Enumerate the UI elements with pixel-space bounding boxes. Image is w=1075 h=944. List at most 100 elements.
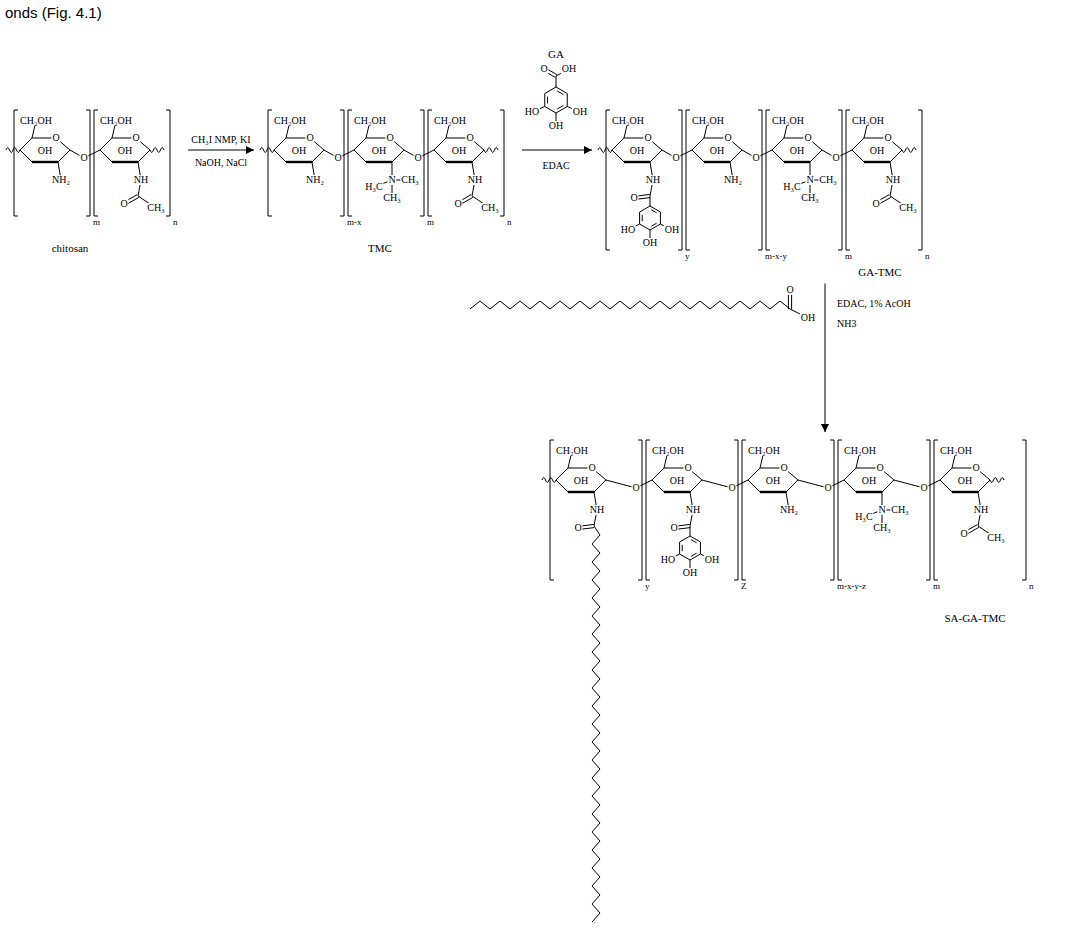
atom-label: OH: [573, 476, 589, 486]
atom-label: CH₂OH: [771, 116, 805, 126]
atom-label: O: [631, 483, 640, 493]
chemical-bond: [556, 87, 567, 94]
chemical-bond: [138, 150, 150, 162]
chemical-bond: [852, 138, 864, 150]
chemical-bond: [844, 468, 856, 480]
atom-label: CH₂OH: [747, 446, 781, 456]
atom-label: NH: [589, 505, 605, 515]
repeat-bracket: [1022, 440, 1026, 580]
chemical-bond: [650, 196, 651, 206]
reaction-arrow: [825, 284, 826, 433]
atom-label: O: [671, 153, 680, 163]
chemical-bond: [679, 542, 680, 554]
atom-label: NH: [685, 505, 701, 515]
atom-label: CH₂OH: [691, 116, 725, 126]
chemical-bond: [612, 150, 624, 162]
reagent-label: NaOH, NaCl: [194, 158, 248, 168]
compound-group: chitosan: [4, 104, 186, 258]
chemical-bond: [354, 138, 366, 150]
atom-label: OH: [548, 121, 564, 131]
repeat-subscript: n: [1028, 582, 1035, 591]
chemical-bond: [100, 150, 112, 162]
chain-end-bond: [6, 148, 20, 153]
atom-label: O: [831, 153, 840, 163]
atom-label: NH: [973, 505, 989, 515]
chemical-bond: [20, 150, 32, 162]
chemical-bond: [882, 480, 894, 492]
atom-label: O: [79, 153, 88, 163]
atom-label: O: [785, 285, 794, 295]
reagent-label: EDAC: [541, 161, 570, 171]
chemical-bond: [844, 480, 856, 492]
compound-group: SA-GA-TMC: [538, 434, 1042, 930]
atom-label: CH₃: [382, 193, 401, 203]
chemical-bond: [274, 138, 286, 150]
atom-label: OH: [291, 146, 307, 156]
chemical-bond: [112, 161, 138, 163]
atom-label: O: [803, 133, 812, 143]
atom-label: O: [539, 64, 548, 74]
chemical-bond: [651, 223, 656, 226]
atom-label: CH₃: [818, 175, 837, 185]
chain-end-bond: [150, 148, 164, 153]
atom-label: CH₂OH: [273, 116, 307, 126]
repeat-bracket: [14, 110, 18, 216]
atom-label: CH₃: [800, 193, 819, 203]
chemical-bond: [890, 150, 902, 162]
chemical-bond: [852, 150, 864, 162]
structure-bonds: [6, 68, 1026, 922]
repeat-bracket: [638, 440, 642, 580]
compound-name: SA-GA-TMC: [943, 613, 1006, 624]
atom-label: OH: [642, 238, 658, 248]
repeat-subscript: n: [172, 218, 179, 227]
atom-label: OH: [800, 313, 816, 323]
repeat-subscript: m-x-y-z: [836, 582, 867, 591]
atom-label: CH₃: [872, 523, 891, 533]
chemical-bond: [312, 150, 324, 162]
atom-label: OH: [561, 64, 577, 74]
atom-label: O: [883, 133, 892, 143]
atom-label: CH₃: [146, 203, 165, 213]
chemical-bond: [690, 526, 691, 536]
chemical-bond: [612, 138, 624, 150]
atom-label: OH: [37, 146, 53, 156]
chemical-bond: [642, 215, 643, 221]
chemical-bond: [544, 94, 545, 107]
repeat-bracket: [428, 110, 432, 216]
atom-label: OH: [371, 146, 387, 156]
atom-label: OH: [861, 476, 877, 486]
reaction-arrow: [188, 150, 254, 151]
atom-label: O: [971, 463, 980, 473]
atom-label: CH₂OH: [939, 446, 973, 456]
chemical-bond: [748, 480, 760, 492]
repeat-bracket: [926, 440, 930, 580]
chemical-bond: [856, 491, 882, 493]
chemical-bond: [690, 480, 702, 492]
chemical-bond: [434, 150, 446, 162]
compound-name: TMC: [367, 243, 393, 254]
compound-name: chitosan: [51, 243, 90, 254]
chemical-bond: [286, 161, 312, 163]
chemical-bond: [639, 212, 640, 224]
chemical-bond: [472, 150, 484, 162]
repeat-bracket: [606, 110, 610, 250]
atom-label: O: [779, 463, 788, 473]
chemical-bond: [650, 224, 660, 230]
chain-end-bond: [260, 148, 274, 153]
chemical-bond: [100, 138, 112, 150]
chemical-bond: [652, 468, 664, 480]
atom-label: CH₂OH: [353, 116, 387, 126]
atom-label: OH: [669, 476, 685, 486]
chemical-bond: [652, 480, 664, 492]
repeat-bracket: [550, 440, 554, 580]
repeat-bracket: [766, 110, 770, 250]
chemical-bond: [545, 107, 556, 114]
atom-label: N: [387, 175, 396, 185]
atom-label: OH: [117, 146, 133, 156]
repeat-bracket: [846, 110, 850, 250]
repeat-subscript: Z: [740, 582, 748, 591]
atom-label: O: [453, 199, 462, 209]
chemical-bond: [32, 161, 58, 163]
atom-label: N: [805, 175, 814, 185]
chemical-bond: [691, 540, 696, 543]
